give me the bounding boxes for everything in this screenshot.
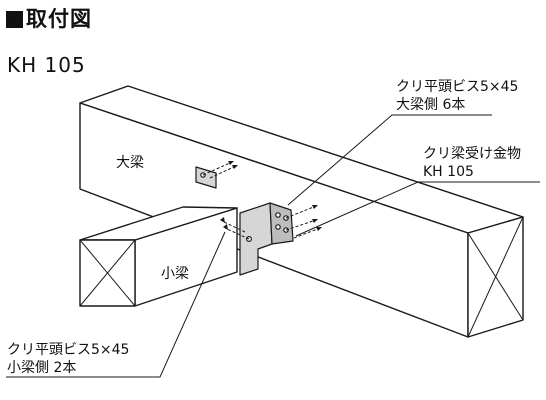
sub-beam-label: 小梁 xyxy=(161,266,189,282)
model-number: KH 105 xyxy=(7,53,86,77)
bracket-front-plate xyxy=(239,202,273,276)
hardware-callout: クリ梁受け金物 KH 105 xyxy=(423,145,521,181)
screw-arrow xyxy=(224,227,250,240)
leader-screw-sub xyxy=(6,231,226,378)
leader-hardware xyxy=(295,181,540,237)
page-title: 取付図 xyxy=(6,3,92,33)
screw-arrow xyxy=(285,205,317,219)
hardware-name: クリ梁受け金物 xyxy=(423,146,521,162)
screw-main-spec: クリ平頭ビス5×45 xyxy=(396,79,519,95)
screw-sub-callout: クリ平頭ビス5×45 小梁側 2本 xyxy=(7,341,129,377)
leader-screw-main xyxy=(287,114,492,206)
title-text: 取付図 xyxy=(26,7,92,31)
bracket-back-flange xyxy=(195,166,217,189)
screw-arrows xyxy=(202,161,321,240)
hardware-bracket xyxy=(195,166,294,276)
leader-lines xyxy=(6,114,540,378)
screw-sub-qty: 小梁側 2本 xyxy=(7,360,77,376)
screw-sub-spec: クリ平頭ビス5×45 xyxy=(7,342,130,358)
sub-beam-end-diagonal-2 xyxy=(79,239,136,307)
main-beam-end-diagonal-2 xyxy=(467,216,524,338)
screw-arrow xyxy=(202,161,233,176)
hardware-model: KH 105 xyxy=(423,164,474,180)
main-beam-label: 大梁 xyxy=(116,155,144,171)
screw-main-callout: クリ平頭ビス5×45 大梁側 6本 xyxy=(396,78,518,114)
screw-main-qty: 大梁側 6本 xyxy=(396,97,466,113)
screw-arrow xyxy=(285,219,317,231)
title-square-icon xyxy=(6,11,23,28)
bracket-hole xyxy=(275,224,281,230)
bracket-web-plate xyxy=(269,202,294,245)
screw-arrow xyxy=(221,220,246,233)
bracket-hole xyxy=(275,212,281,218)
screw-arrowheads xyxy=(220,161,322,231)
